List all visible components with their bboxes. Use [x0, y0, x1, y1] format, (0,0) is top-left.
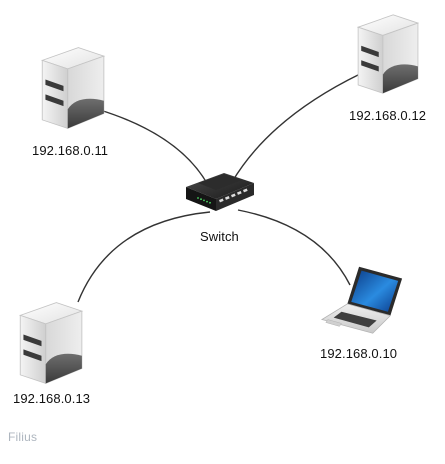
cable-server-1-switch [99, 109, 209, 186]
switch-icon[interactable] [186, 173, 254, 211]
cable-server-2-switch [231, 73, 361, 183]
app-watermark: Filius [8, 430, 38, 444]
cable-laptop-switch [237, 209, 351, 286]
node-label-server-2: 192.168.0.12 [349, 108, 427, 123]
cable-server-3-switch [77, 211, 211, 303]
server-icon[interactable] [19, 302, 83, 384]
server-icon[interactable] [41, 47, 105, 129]
node-label-switch: Switch [200, 229, 239, 244]
laptop-icon[interactable] [321, 266, 403, 334]
server-icon[interactable] [357, 14, 419, 94]
node-label-server-1: 192.168.0.11 [32, 143, 109, 158]
node-label-server-3: 192.168.0.13 [13, 391, 91, 406]
node-label-laptop: 192.168.0.10 [320, 346, 398, 361]
